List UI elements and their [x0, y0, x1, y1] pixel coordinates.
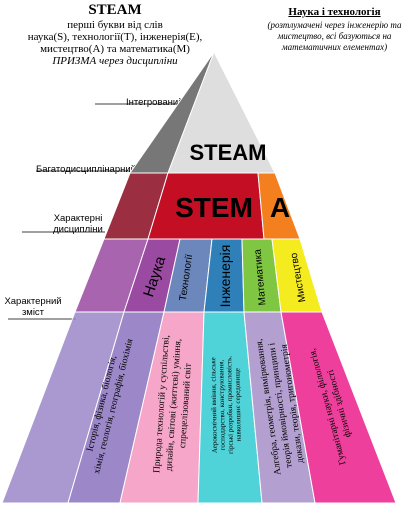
subtitle-line-1: перші букви від слів [67, 19, 163, 31]
svg-text:навколишнє середовище: навколишнє середовище [233, 368, 242, 441]
content-engineering-text: Аерокосмічний вміння, сільське господарс… [209, 356, 242, 454]
discipline-engineering-label: Інженерія [217, 245, 233, 308]
level-multidisciplinary-label: Багатодисциплінарний [36, 164, 136, 175]
steam-title: STEAM [88, 2, 142, 18]
svg-text:гірські розробки, промисловіст: гірські розробки, промисловість, [225, 356, 235, 454]
subtitle-line-4: ПРИЗМА через дисципліни [52, 55, 178, 67]
discipline-math-label: Математика [253, 248, 269, 306]
level-integrated-label: Інтегрований [126, 97, 184, 108]
content-art-face [280, 311, 397, 504]
a-label: A [270, 192, 290, 223]
subtitle-line-2: наука(S), технології(T), інженерія(E), [27, 31, 203, 43]
stem-label: STEM [175, 192, 253, 223]
science-tech-note: (розтлумачені через інженерію та мистецт… [267, 20, 402, 52]
steam-label: STEAM [190, 140, 267, 165]
svg-text:господарство, конструювання,: господарство, конструювання, [217, 359, 227, 450]
subtitle-line-3: мистецтво(A) та математика(M) [40, 43, 190, 55]
svg-text:Аерокосмічний вміння, сільське: Аерокосмічний вміння, сільське [209, 357, 219, 453]
science-tech-title: Наука і технологія [288, 6, 381, 18]
